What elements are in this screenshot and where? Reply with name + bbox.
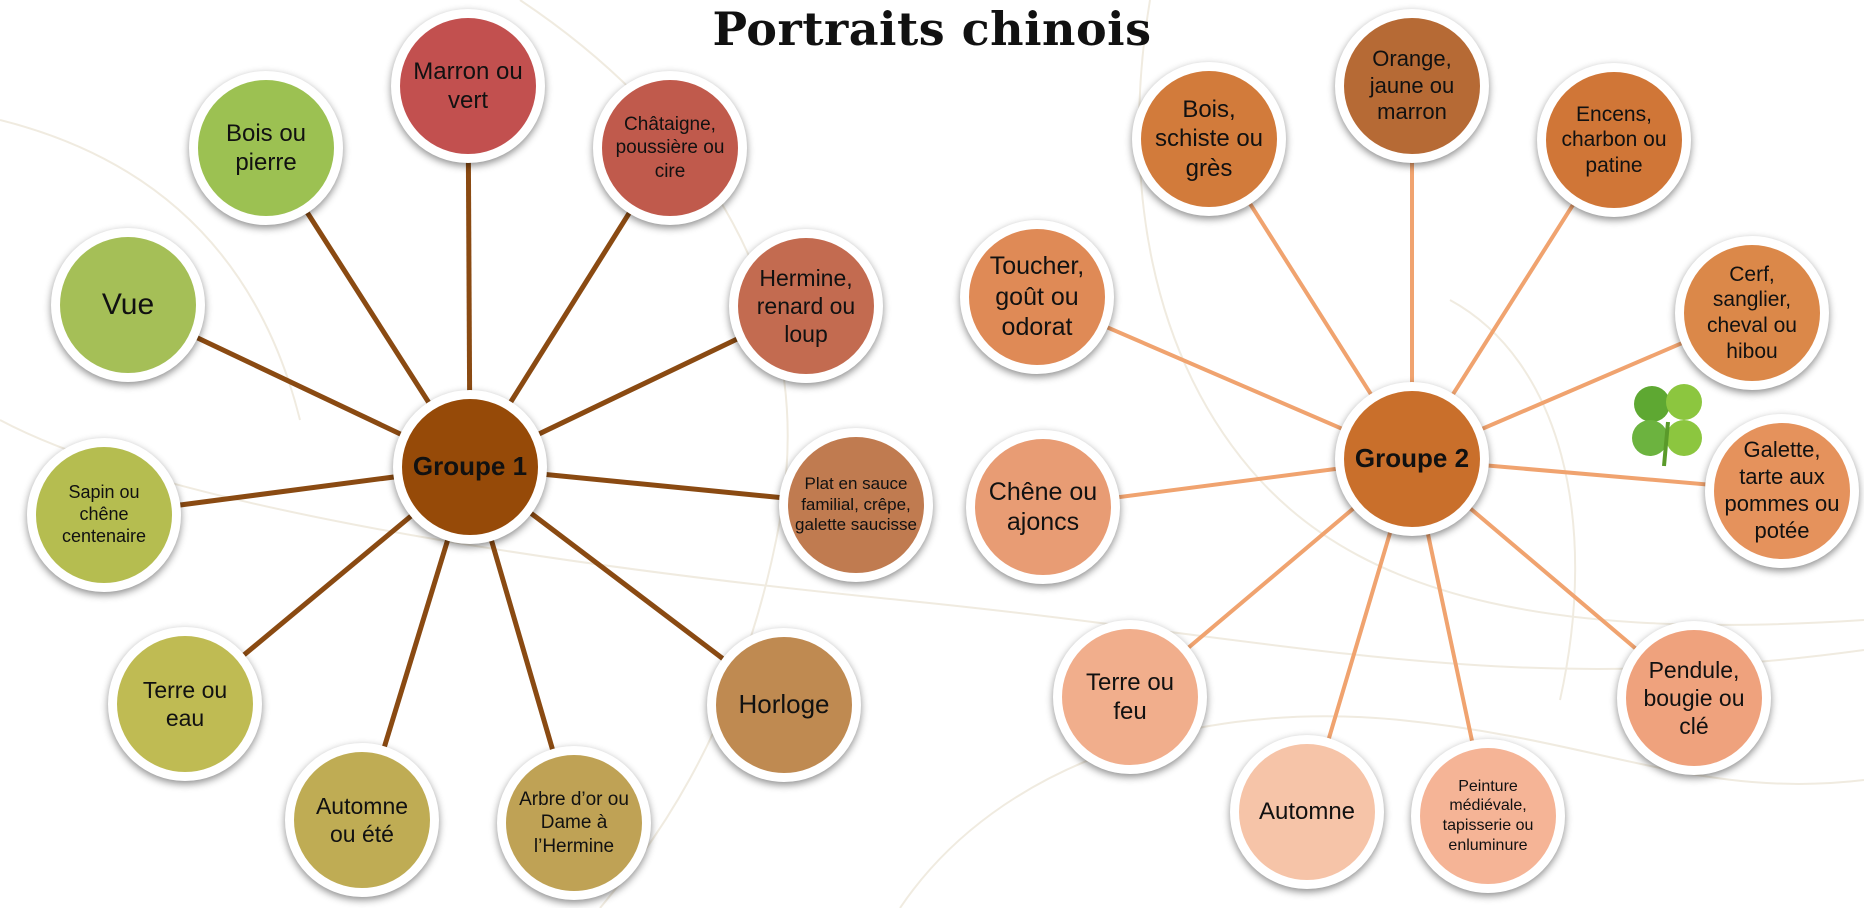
- node-g2-toucher: Toucher, goût ou odorat: [960, 220, 1114, 374]
- node-g2-cerf-label: Cerf, sanglier, cheval ou hibou: [1707, 262, 1797, 363]
- clover-leaf: [1666, 420, 1702, 456]
- node-g2-encens: Encens, charbon ou patine: [1537, 63, 1691, 217]
- node-g2-automne-label: Automne: [1258, 798, 1356, 826]
- node-g1-terre-eau: Terre ou eau: [108, 627, 262, 781]
- node-g2-automne: Automne: [1230, 735, 1384, 889]
- node-g1-arbre-label: Arbre d’or ou Dame à l’Hermine: [519, 789, 629, 857]
- node-g1-hermine: Hermine, renard ou loup: [729, 229, 883, 383]
- node-g2-chene-label: Chêne ou ajoncs: [988, 477, 1098, 537]
- node-g2-peinture: Peinture médiévale, tapisserie ou enlumi…: [1411, 739, 1565, 893]
- node-g1-sapin-label: Sapin ou chêne centenaire: [61, 482, 147, 546]
- node-g2-orange-label: Orange, jaune ou marron: [1369, 45, 1455, 125]
- node-g2-cerf: Cerf, sanglier, cheval ou hibou: [1675, 236, 1829, 390]
- node-g1-vue: Vue: [51, 228, 205, 382]
- node-g1-bois-pierre: Bois ou pierre: [189, 71, 343, 225]
- node-g2-peinture-label: Peinture médiévale, tapisserie ou enlumi…: [1442, 777, 1534, 854]
- node-g1-horloge: Horloge: [707, 628, 861, 782]
- node-g1-automne-ete-label: Automne ou été: [315, 792, 409, 847]
- node-g2-orange: Orange, jaune ou marron: [1335, 9, 1489, 163]
- node-g1-plat: Plat en sauce familial, crêpe, galette s…: [779, 428, 933, 582]
- node-g1-chataigne: Châtaigne, poussière ou cire: [593, 71, 747, 225]
- node-g2-toucher-label: Toucher, goût ou odorat: [989, 252, 1085, 342]
- node-g1-marron-vert-label: Marron ou vert: [413, 57, 523, 114]
- clover-leaf: [1634, 386, 1670, 422]
- center-node-groupe-2: Groupe 2: [1335, 382, 1489, 536]
- center-node-groupe-1: Groupe 1: [393, 390, 547, 544]
- node-g2-pendule: Pendule, bougie ou clé: [1617, 621, 1771, 775]
- node-g2-chene: Chêne ou ajoncs: [966, 430, 1120, 584]
- node-g1-arbre: Arbre d’or ou Dame à l’Hermine: [497, 746, 651, 900]
- clover-leaf: [1632, 420, 1668, 456]
- center-node-groupe-2-label: Groupe 2: [1354, 443, 1470, 474]
- node-g2-bois-schiste: Bois, schiste ou grès: [1132, 62, 1286, 216]
- node-g2-galette-label: Galette, tarte aux pommes ou potée: [1724, 437, 1840, 543]
- node-g1-bois-pierre-label: Bois ou pierre: [225, 119, 307, 176]
- four-leaf-clover-icon: [1632, 384, 1702, 467]
- node-g2-terre-feu: Terre ou feu: [1053, 620, 1207, 774]
- node-g1-horloge-label: Horloge: [738, 689, 830, 720]
- node-g1-plat-label: Plat en sauce familial, crêpe, galette s…: [795, 473, 917, 535]
- node-g2-pendule-label: Pendule, bougie ou clé: [1643, 656, 1745, 740]
- node-g1-hermine-label: Hermine, renard ou loup: [756, 264, 856, 348]
- node-g1-marron-vert: Marron ou vert: [391, 9, 545, 163]
- node-g2-terre-feu-label: Terre ou feu: [1085, 668, 1175, 725]
- page-title: Portraits chinois: [712, 2, 1152, 56]
- node-g1-vue-label: Vue: [101, 287, 155, 321]
- clover-leaf: [1666, 384, 1702, 420]
- center-node-groupe-1-label: Groupe 1: [412, 451, 528, 482]
- node-g1-sapin: Sapin ou chêne centenaire: [27, 438, 181, 592]
- node-g1-terre-eau-label: Terre ou eau: [142, 676, 228, 731]
- node-g1-chataigne-label: Châtaigne, poussière ou cire: [615, 114, 725, 182]
- node-g1-automne-ete: Automne ou été: [285, 743, 439, 897]
- clover-stem: [1662, 421, 1670, 467]
- node-g2-bois-schiste-label: Bois, schiste ou grès: [1154, 96, 1264, 182]
- node-g2-galette: Galette, tarte aux pommes ou potée: [1705, 414, 1859, 568]
- node-g2-encens-label: Encens, charbon ou patine: [1561, 102, 1667, 177]
